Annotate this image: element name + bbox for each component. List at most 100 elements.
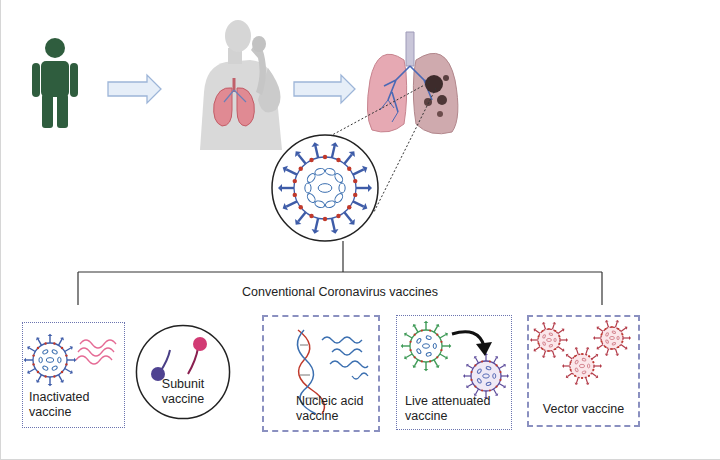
vector-virus-icon: [566, 375, 569, 378]
vector-virus-icon: [605, 328, 607, 330]
live-attenuated-icon: [471, 361, 501, 391]
magnified-virus: [344, 212, 351, 221]
vaccine-label: Inactivated vaccine: [29, 390, 113, 420]
vector-virus-icon: [567, 355, 572, 359]
vector-virus-icon: [581, 353, 583, 355]
magnified-virus: [318, 184, 332, 193]
group-heading: Conventional Coronavirus vaccines: [239, 285, 441, 299]
live-attenuated-icon: [409, 349, 411, 351]
live-attenuated-icon: [494, 358, 497, 363]
inactivated-virus-icon: [32, 363, 34, 365]
vector-virus-icon: [530, 322, 568, 358]
live-attenuated-icon: [481, 360, 483, 362]
inactivated-virus-icon: [48, 384, 53, 386]
live-attenuated-icon: [503, 385, 506, 388]
vector-virus-icon: [617, 346, 619, 348]
live-attenuated-icon: [416, 338, 422, 344]
vector-virus-icon: [552, 356, 556, 359]
person-icon: [57, 94, 68, 128]
live-attenuated-icon: [440, 335, 446, 339]
magnified-virus: [349, 219, 355, 225]
live-attenuated-icon: [440, 349, 442, 351]
vector-virus-icon: [562, 364, 564, 368]
vector-virus-icon: [575, 347, 579, 350]
inactivated-virus-icon: [70, 346, 73, 350]
vector-virus-icon: [534, 348, 537, 351]
vector-virus-icon: [530, 320, 631, 385]
subunit-protein-icon: [193, 337, 207, 351]
inactivated-virus-icon: [76, 356, 112, 364]
live-attenuated-icon: [425, 362, 426, 369]
magnified-virus: [353, 193, 357, 197]
vaccine-box: Live attenuated vaccine: [396, 315, 512, 430]
live-attenuated-icon: [499, 371, 501, 373]
magnified-virus: [283, 166, 288, 173]
vector-virus-icon: [562, 347, 602, 385]
vector-virus-icon: [575, 360, 579, 365]
live-attenuated-icon: [401, 321, 509, 399]
vaccine-label: Live attenuated vaccine: [405, 394, 501, 424]
magnified-virus: [332, 218, 335, 230]
coughing-man: [200, 60, 282, 150]
vector-virus-icon: [548, 328, 550, 330]
vector-virus-icon: [554, 348, 556, 350]
bracket: [601, 272, 602, 305]
vaccine-label: Vector vaccine: [543, 402, 624, 417]
inactivated-virus-icon: [37, 371, 39, 373]
live-attenuated-icon: [468, 366, 473, 369]
vector-virus-icon: [587, 364, 589, 368]
inactivated-virus-icon: [38, 339, 42, 345]
vector-virus-icon: [566, 354, 569, 357]
live-attenuated-icon: [499, 384, 504, 387]
inactivated-virus-icon: [42, 349, 48, 355]
vector-virus-icon: [601, 334, 603, 336]
live-attenuated-icon: [414, 334, 416, 336]
inactivated-virus-icon: [61, 347, 63, 349]
live-attenuated-icon: [463, 353, 509, 399]
live-attenuated-icon: [466, 385, 469, 388]
magnified-virus: [362, 203, 367, 210]
inactivated-virus-icon: [65, 348, 71, 352]
live-attenuated-icon: [495, 356, 498, 359]
vector-virus-icon: [538, 342, 540, 344]
vector-virus-icon: [582, 371, 586, 374]
live-attenuated-icon: [449, 344, 451, 349]
live-attenuated-icon: [435, 324, 439, 327]
vector-virus-icon: [574, 375, 576, 377]
inactivated-virus-icon: [65, 369, 71, 373]
live-attenuated-icon: [466, 364, 469, 367]
vector-virus-icon: [535, 330, 540, 334]
live-attenuated-icon: [429, 329, 431, 331]
magnified-virus: [325, 200, 336, 209]
vector-virus-icon: [586, 383, 590, 386]
vector-virus-icon: [547, 338, 552, 341]
vector-virus-icon: [605, 320, 609, 323]
vector-virus-icon: [597, 326, 600, 329]
vector-virus-icon: [548, 350, 550, 352]
vector-virus-icon: [598, 328, 603, 332]
live-attenuated-icon: [477, 378, 482, 384]
vector-virus-icon: [542, 348, 544, 350]
live-attenuated-icon: [409, 341, 411, 343]
lungs: [443, 75, 449, 81]
live-attenuated-icon: [433, 343, 436, 348]
magnified-virus: [306, 192, 317, 204]
vector-virus-icon: [597, 346, 600, 349]
lungs: [367, 32, 457, 134]
vector-virus-icon: [593, 336, 595, 340]
vector-virus-icon: [598, 344, 603, 348]
vector-virus-icon: [558, 346, 563, 350]
vector-virus-icon: [607, 348, 609, 354]
inactivated-virus-icon: [48, 334, 53, 336]
vector-virus-icon: [594, 365, 600, 366]
magnified-virus: [309, 214, 313, 218]
magnified-virus: [278, 142, 372, 234]
vector-virus-icon: [552, 350, 554, 356]
live-attenuated-icon: [415, 360, 419, 366]
live-attenuated-icon: [421, 329, 423, 331]
magnified-virus: [353, 179, 357, 183]
magnified-virus: [282, 187, 294, 189]
coughing-man: [225, 20, 251, 52]
live-attenuated-icon: [476, 342, 492, 356]
magnified-virus: [272, 135, 378, 241]
